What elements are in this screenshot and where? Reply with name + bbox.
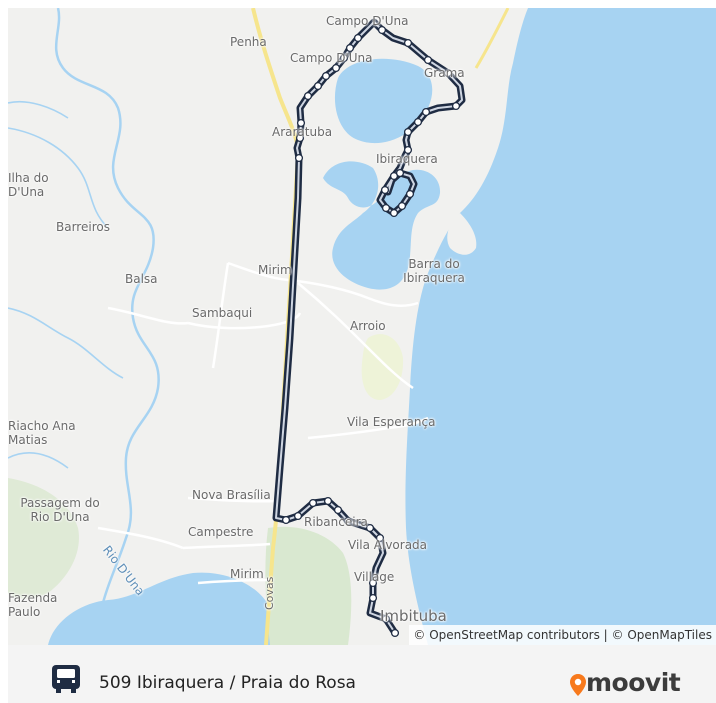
place-label: Imbituba xyxy=(380,607,447,625)
route-title: 509 Ibiraquera / Praia do Rosa xyxy=(99,673,356,693)
bus-stop-marker[interactable] xyxy=(443,68,453,78)
bus-stop-marker[interactable] xyxy=(423,55,433,65)
bus-stop-marker[interactable] xyxy=(323,496,333,506)
bus-stop-marker[interactable] xyxy=(377,25,387,35)
pin-icon xyxy=(570,674,586,696)
route-footer: 509 Ibiraquera / Praia do Rosa moovit xyxy=(8,645,716,703)
place-label: Barreiros xyxy=(56,220,110,234)
lagoon-south xyxy=(48,572,274,645)
bus-stop-marker[interactable] xyxy=(333,505,343,515)
bus-stop-marker[interactable] xyxy=(368,578,378,588)
bus-stop-marker[interactable] xyxy=(313,81,323,91)
bus-stop-marker[interactable] xyxy=(381,203,391,213)
bus-stop-marker[interactable] xyxy=(403,127,413,137)
bus-stop-marker[interactable] xyxy=(375,533,385,543)
bus-stop-marker[interactable] xyxy=(281,515,291,525)
bus-stop-marker[interactable] xyxy=(296,118,306,128)
bus-stop-marker[interactable] xyxy=(293,511,303,521)
bus-stop-marker[interactable] xyxy=(331,63,341,73)
place-label: Nova Brasília xyxy=(192,488,271,502)
bus-stops xyxy=(281,25,461,638)
place-label: Sambaqui xyxy=(192,306,253,320)
lake-campo-duna xyxy=(334,58,433,144)
bus-stop-marker[interactable] xyxy=(380,185,390,195)
bus-stop-marker[interactable] xyxy=(389,208,399,218)
place-label: Campo D'Una xyxy=(326,14,409,28)
place-label: Balsa xyxy=(125,272,158,286)
place-label: Vila Esperança xyxy=(347,415,436,429)
place-label: Grama xyxy=(424,66,465,80)
place-label: Ilha do D'Una xyxy=(8,171,49,199)
place-label: Campestre xyxy=(188,525,254,539)
place-label: Barra do Ibiraquera xyxy=(403,257,465,285)
bus-stop-marker[interactable] xyxy=(339,53,349,63)
river-branch xyxy=(8,100,124,469)
place-label: Mirim xyxy=(258,263,292,277)
bus-icon xyxy=(48,662,84,696)
beach-patch xyxy=(361,334,404,400)
place-label: Riacho Ana Matias xyxy=(8,419,76,447)
place-label: Campo D'Una xyxy=(290,51,373,65)
map-attribution[interactable]: © OpenStreetMap contributors | © OpenMap… xyxy=(409,625,716,645)
bus-stop-marker[interactable] xyxy=(403,38,413,48)
river-duna xyxy=(54,8,160,604)
place-label: Penha xyxy=(230,35,267,49)
bus-stop-marker[interactable] xyxy=(405,189,415,199)
bus-stop-marker[interactable] xyxy=(295,133,305,143)
bus-stop-marker[interactable] xyxy=(345,43,355,53)
route-map[interactable]: Campo D'Una Penha Campo D'Una Grama Arar… xyxy=(8,8,716,645)
place-label: Passagem do Rio D'Una xyxy=(20,496,100,524)
bus-stop-marker[interactable] xyxy=(308,498,318,508)
bus-stop-marker[interactable] xyxy=(321,71,331,81)
place-label: Araratuba xyxy=(272,125,333,139)
bus-stop-marker[interactable] xyxy=(343,516,353,526)
highway-north-east xyxy=(474,8,510,69)
place-label: Mirim xyxy=(230,567,264,581)
road-label: Covas xyxy=(263,576,276,610)
bus-stop-marker[interactable] xyxy=(390,628,400,638)
bus-stop-marker[interactable] xyxy=(294,153,304,163)
place-label: Village xyxy=(354,570,395,584)
bus-stop-marker[interactable] xyxy=(413,117,423,127)
bus-stop-marker[interactable] xyxy=(381,614,391,624)
place-label: Arroio xyxy=(350,319,386,333)
ocean xyxy=(405,8,716,645)
headland xyxy=(447,213,477,255)
moovit-logo[interactable]: moovit xyxy=(568,668,688,698)
bus-stop-marker[interactable] xyxy=(395,168,405,178)
bus-stop-marker[interactable] xyxy=(365,523,375,533)
forest-patch-west xyxy=(8,478,79,599)
bus-stop-marker[interactable] xyxy=(421,107,431,117)
place-label: Ibiraquera xyxy=(376,152,438,166)
map-card: Campo D'Una Penha Campo D'Una Grama Arar… xyxy=(8,8,716,703)
bus-stop-marker[interactable] xyxy=(303,91,313,101)
place-label: Fazenda Paulo xyxy=(8,591,58,619)
bus-stop-marker[interactable] xyxy=(451,101,461,111)
forest-patch xyxy=(265,526,352,645)
moovit-wordmark: moovit xyxy=(586,668,681,697)
minor-roads xyxy=(97,261,429,585)
map-graphics xyxy=(8,8,716,645)
bus-stop-marker[interactable] xyxy=(353,33,363,43)
place-label: Vila Alvorada xyxy=(348,538,428,552)
bus-stop-marker[interactable] xyxy=(397,201,407,211)
bus-stop-marker[interactable] xyxy=(368,593,378,603)
bus-stop-marker[interactable] xyxy=(403,145,413,155)
place-label: Ribanceira xyxy=(304,515,368,529)
